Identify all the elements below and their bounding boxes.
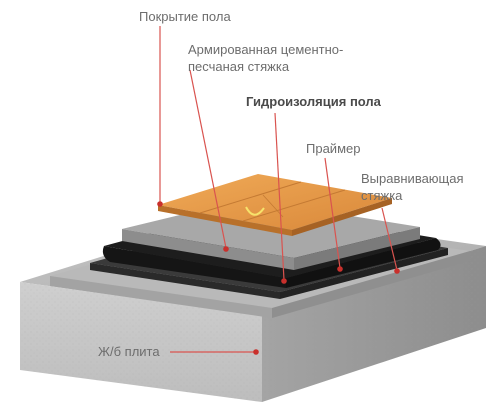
leader-leveling xyxy=(381,207,398,271)
dot-slab xyxy=(253,349,259,355)
dot-waterproofing xyxy=(281,278,287,284)
leader-waterproofing xyxy=(274,112,285,281)
leader-lines xyxy=(159,26,398,353)
label-leveling-line2: стяжка xyxy=(361,188,403,203)
leader-reinforced-screed xyxy=(189,69,227,249)
label-floor-covering: Покрытие пола xyxy=(139,9,231,24)
label-slab: Ж/б плита xyxy=(98,344,160,359)
dot-reinforced-screed xyxy=(223,246,229,252)
dot-floor-covering xyxy=(157,201,163,207)
marker-dots xyxy=(157,201,400,355)
dot-primer xyxy=(337,266,343,272)
label-reinforced-screed-line2: песчаная стяжка xyxy=(188,59,290,74)
label-waterproofing: Гидроизоляция пола xyxy=(246,94,381,109)
label-reinforced-screed-line1: Армированная цементно- xyxy=(188,42,344,57)
label-primer: Праймер xyxy=(306,141,361,156)
label-leveling-line1: Выравнивающая xyxy=(361,171,464,186)
leader-primer xyxy=(324,157,341,269)
dot-leveling xyxy=(394,268,400,274)
